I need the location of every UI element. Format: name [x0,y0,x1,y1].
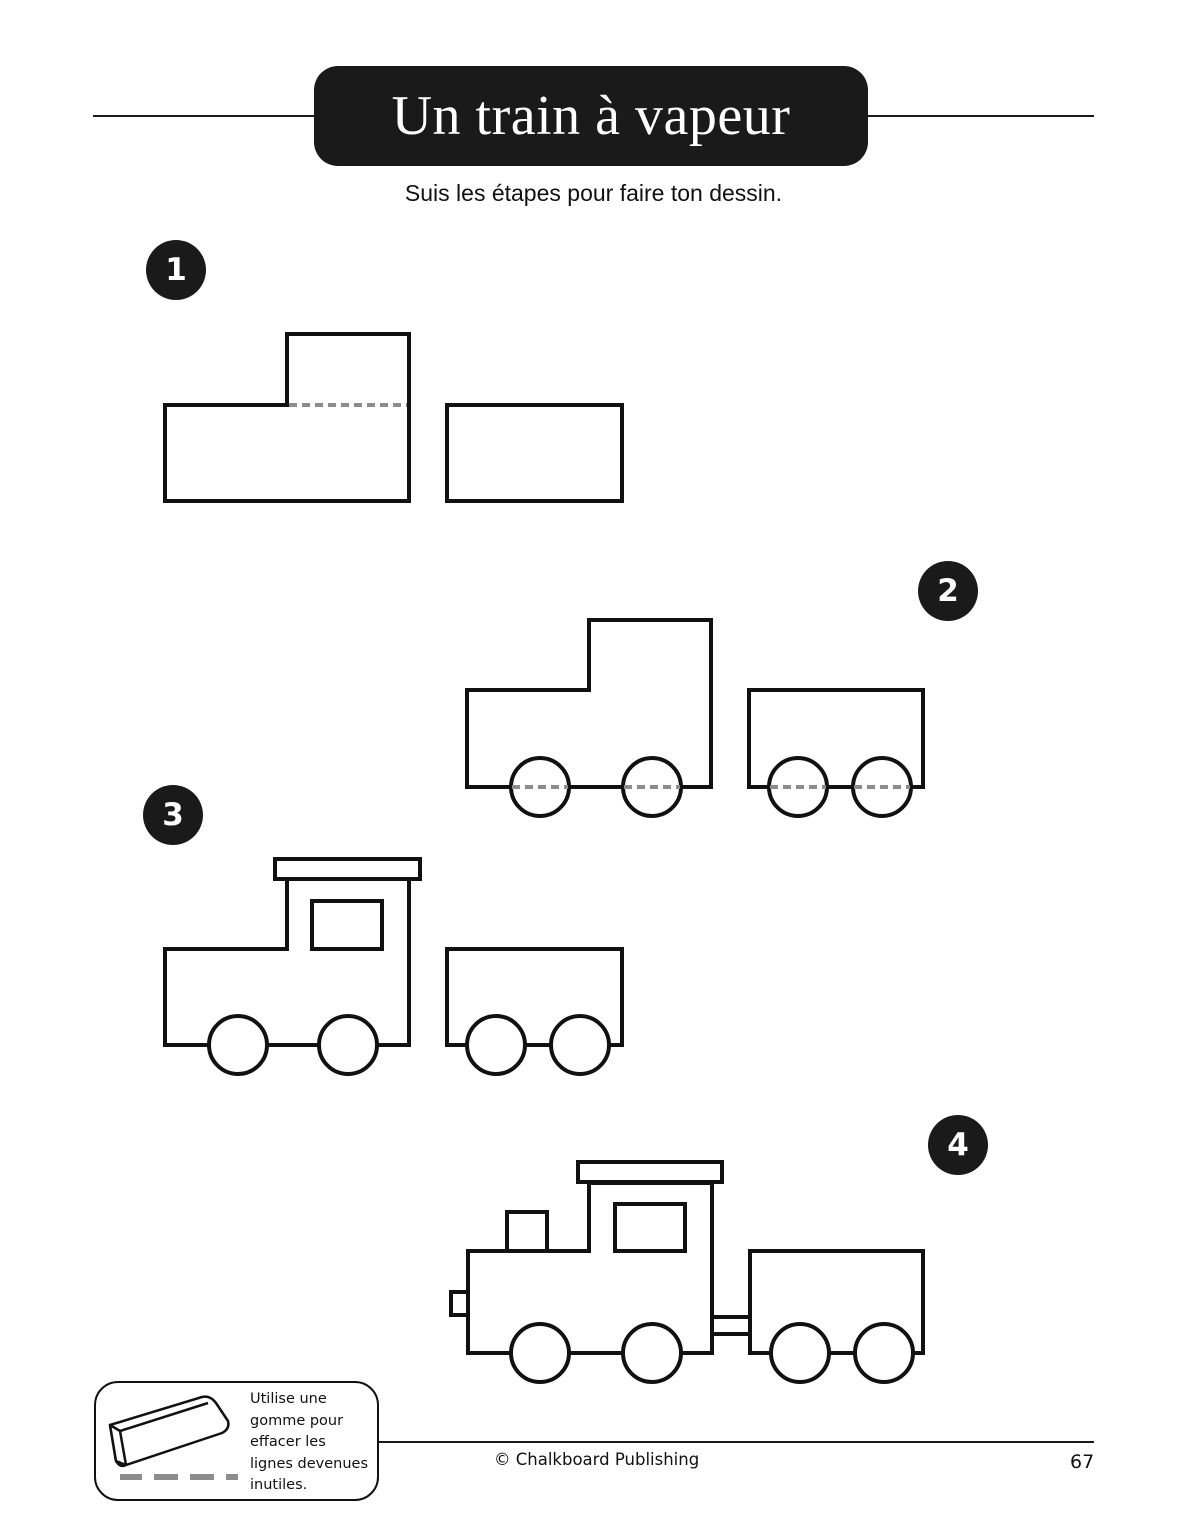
step-4-wheel [769,1322,831,1384]
step-4-wheel [509,1322,571,1384]
step-2-drawing [465,618,925,818]
step-3-window [310,899,384,951]
step-3-badge: 3 [143,785,203,845]
step-3-locomotive-outline [163,877,411,1047]
page-title: Un train à vapeur [391,85,791,147]
step-3-wheel [465,1014,527,1076]
step-4-badge: 4 [928,1115,988,1175]
step-3-drawing [163,857,624,1076]
title-rule-right [867,115,1094,117]
step-4-chimney [505,1210,549,1253]
footer-rule [378,1441,1094,1443]
step-3-wheel [207,1014,269,1076]
page-number: 67 [1070,1451,1095,1473]
tip-line: Utilise une [250,1391,327,1407]
step-4-wheel [853,1322,915,1384]
instructions-subtitle: Suis les étapes pour faire ton dessin. [404,180,783,206]
step-1-locomotive-outline [163,332,411,503]
eraser-tip-box: Utilise une gomme pour effacer les ligne… [94,1381,379,1501]
step-4-drawing [449,1160,925,1384]
eraser-tip-text: Utilise une gomme pour effacer les ligne… [250,1389,368,1497]
step-3-wagon [445,947,624,1047]
step-4-locomotive-outline [466,1181,714,1355]
title-banner: Un train à vapeur [314,66,868,166]
step-4-front-bumper [449,1290,470,1317]
footer-copyright: © Chalkboard Publishing [494,1450,700,1469]
step-4-wheel [621,1322,683,1384]
step-4-roof [576,1160,724,1184]
step-2-locomotive-outline [465,618,713,789]
step-1-wagon [445,403,624,503]
tip-line: inutiles. [250,1477,308,1493]
tip-line: lignes devenues [250,1455,369,1472]
step-1-drawing [163,332,624,503]
eraser-icon [108,1395,238,1480]
step-3-wheel [317,1014,379,1076]
step-3-roof [273,857,422,881]
tip-line: effacer les [250,1434,326,1450]
step-4-coupler [710,1315,752,1336]
step-3-wheel [549,1014,611,1076]
step-1-badge: 1 [146,240,206,300]
step-2-wagon [747,688,925,789]
tip-line: gomme pour [250,1412,344,1429]
step-2-badge: 2 [918,561,978,621]
step-4-wagon [748,1249,925,1355]
title-rule-left [93,115,315,117]
step-4-window [613,1202,687,1253]
